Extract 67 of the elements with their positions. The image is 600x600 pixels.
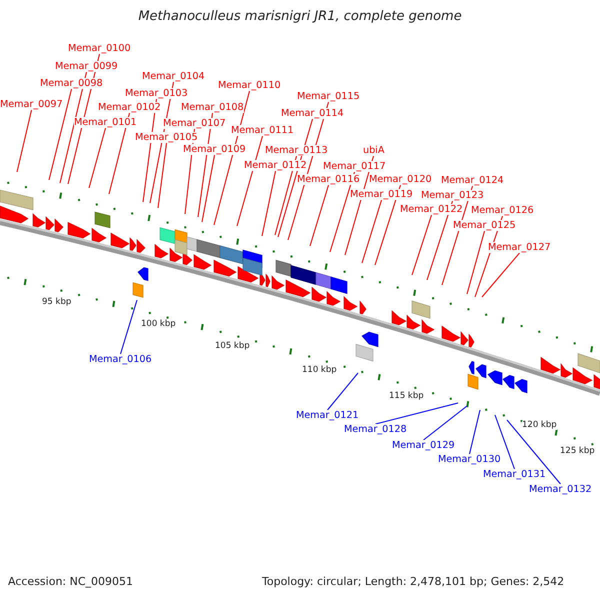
gene-label: Memar_0106 [89,354,152,365]
leader-line [48,88,72,180]
gene-label: Memar_0123 [421,190,484,201]
gene-label: Memar_0098 [40,78,103,89]
gene-label: Memar_0108 [181,102,244,113]
footer-text: Topology: circular; Length: 2,478,101 bp; Genes: 2,542 [262,576,564,588]
leader-line [202,154,215,222]
gene-label: Memar_0119 [350,189,413,200]
leader-line [262,170,276,236]
gene-label: Memar_0107 [163,118,226,129]
gene-label: Memar_0122 [400,204,463,215]
leader-line [426,200,453,280]
scale-label: 115 kbp [389,392,424,402]
leader-line [506,420,561,484]
gene-label: Memar_0102 [98,102,161,113]
gene-label: Memar_0103 [125,88,188,99]
gene-label: Memar_0104 [142,71,205,82]
scale-label: 120 kbp [522,421,557,430]
leader-line [412,214,432,276]
scale-label: 110 kbp [302,366,337,376]
leader-line [88,128,106,188]
gene-label: Memar_0105 [135,132,198,143]
footer-text: Accession: NC_009051 [8,576,134,588]
title: Methanoculleus marisnigri JR1, complete genome [137,9,463,24]
gene-label: Memar_0121 [296,410,359,421]
leader-line [236,136,263,226]
gene-label: Memar_0113 [265,145,328,156]
leader-line [423,406,468,440]
gene-label: ubiA [363,145,384,156]
gene-label: Memar_0131 [483,469,546,480]
scale-label: 105 kbp [215,342,250,352]
scale-label: 95 kbp [42,298,72,308]
leader-line [120,300,138,354]
gene-label: Memar_0112 [244,160,307,171]
leader-line [482,252,520,298]
gene-label: Memar_0117 [323,161,386,172]
leader-line [60,72,87,184]
gene-label: Memar_0099 [55,61,118,72]
gene-label: Memar_0125 [453,220,516,231]
gene-label: Memar_0130 [438,454,501,465]
gene-label: Memar_0111 [231,125,294,136]
gene-label: Memar_0109 [183,144,246,155]
gene-label: Memar_0126 [471,205,534,216]
gene-label: Memar_0101 [74,117,137,128]
gene-label: Memar_0115 [297,91,360,102]
gene-label: Memar_0100 [68,43,131,54]
leader-line [310,184,329,246]
leader-line [375,402,458,424]
gene-label: Memar_0097 [0,99,63,110]
gene-label: Memar_0116 [297,174,360,185]
leader-line [469,410,480,454]
leader-line [158,142,167,208]
leader-line [362,200,382,264]
gene-label: Memar_0114 [281,108,344,119]
gene-label: Memar_0110 [218,80,281,91]
leader-line [466,230,485,294]
leader-line [16,110,32,172]
leader-line [327,372,358,410]
gene-label: Memar_0129 [392,440,455,451]
leader-line [494,414,515,470]
gene-label: Memar_0128 [344,424,407,435]
scale-label: 125 kbp [560,447,595,456]
gene-label: Memar_0127 [488,242,551,253]
gene-label: Memar_0132 [529,484,592,495]
gene-label: Memar_0124 [441,175,504,186]
scale-label: 100 kbp [141,320,176,330]
gene-label: Memar_0120 [369,174,432,185]
